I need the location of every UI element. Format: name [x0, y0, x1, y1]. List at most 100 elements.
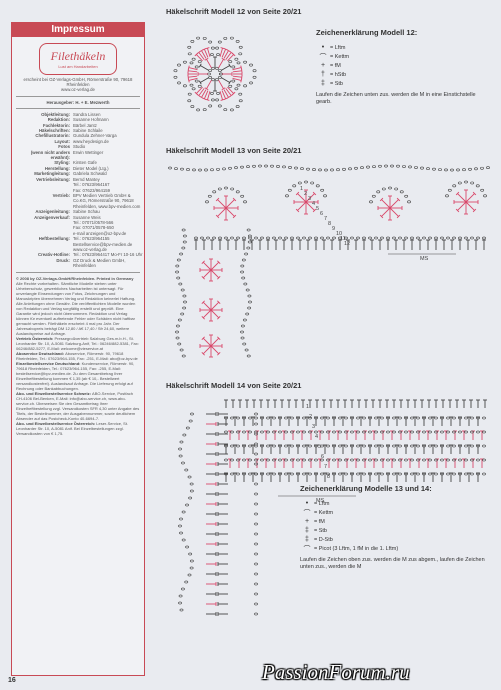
- legend12: Zeichenerklärung Modell 12: •= Lftm⌒= Ke…: [316, 28, 491, 106]
- legend12-items: •= Lftm⌒= Kettm+= fM†= hStb‡= Stb: [316, 43, 491, 88]
- chain-stitch: [378, 164, 382, 168]
- chain-stitch: [208, 69, 213, 72]
- chain-stitch: [314, 472, 318, 476]
- chain-stitch: [254, 532, 258, 536]
- chain-stitch: [191, 57, 196, 61]
- treble-stitch: [198, 63, 202, 68]
- chain-stitch: [182, 240, 187, 244]
- chain-stitch: [290, 430, 294, 434]
- chain-stitch: [444, 168, 448, 172]
- chart13-row-label: 10: [336, 231, 342, 237]
- chain-stitch: [475, 184, 480, 188]
- chain-stitch: [344, 416, 348, 420]
- legend-label: = fM: [314, 518, 325, 525]
- chain-stitch: [236, 236, 240, 240]
- chain-stitch: [217, 104, 222, 108]
- chain-stitch: [308, 472, 312, 476]
- treble-stitch: [457, 193, 467, 203]
- chain-stitch: [200, 236, 204, 240]
- chain-stitch: [182, 306, 187, 310]
- chart14-row-label: 5: [318, 444, 321, 450]
- chain-stitch: [247, 234, 252, 238]
- chain-stitch: [230, 430, 234, 434]
- chain-stitch: [320, 458, 324, 462]
- chain-stitch: [211, 66, 216, 70]
- chain-stitch: [238, 52, 243, 56]
- chain-stitch: [254, 612, 258, 616]
- chain-stitch: [236, 444, 240, 448]
- chain-stitch: [434, 236, 438, 240]
- chain-stitch: [177, 63, 181, 67]
- chain-stitch: [245, 312, 250, 316]
- credit-key: Objektleitung:: [41, 111, 70, 117]
- publisher-address: erscheint bei OZ-Verlags-GmbH, Römerstra…: [23, 77, 133, 88]
- chain-stitch: [189, 559, 194, 563]
- chain-stitch: [458, 458, 462, 462]
- chain-stitch: [242, 472, 246, 476]
- treble-stitch: [207, 91, 211, 101]
- chain-stitch: [254, 416, 258, 420]
- chain-stitch: [294, 166, 298, 170]
- chain-stitch: [241, 276, 246, 280]
- chart14-title: Häkelschrift Modell 14 von Seite 20/21: [166, 381, 302, 390]
- credit-row: e-mail anzeigen@oz-bpv.de: [12, 231, 144, 236]
- chain-stitch: [362, 416, 366, 420]
- legend-symbol-icon: ‡: [321, 80, 325, 87]
- credit-row: Fax: 07623/964159: [12, 188, 144, 193]
- chain-stitch: [246, 354, 251, 358]
- chain-stitch: [470, 444, 474, 448]
- chain-stitch: [348, 167, 352, 171]
- credit-value: Erwin Wettinger: [73, 149, 104, 155]
- chain-stitch: [189, 482, 194, 486]
- chain-stitch: [245, 288, 250, 292]
- chain-stitch: [254, 458, 258, 462]
- chain-stitch: [464, 444, 468, 448]
- chain-stitch: [332, 472, 336, 476]
- chain-stitch: [290, 472, 294, 476]
- credit-row: Styling:Kirsten Gafe: [12, 160, 144, 165]
- chain-stitch: [410, 236, 414, 240]
- chain-stitch: [236, 61, 241, 65]
- chart14-row-label: 3: [312, 424, 315, 430]
- chain-stitch: [368, 416, 372, 420]
- chain-stitch: [302, 472, 306, 476]
- chain-stitch: [404, 472, 408, 476]
- chain-stitch: [242, 236, 246, 240]
- chain-stitch: [181, 510, 186, 514]
- chain-stitch: [180, 312, 185, 316]
- legend-symbol-icon: ‡: [305, 527, 309, 534]
- chain-stitch: [374, 236, 378, 240]
- chart14-row-label: 7: [324, 464, 327, 470]
- credit-key: Redaktion:: [47, 117, 70, 123]
- chart13-row-label: 7: [324, 216, 327, 222]
- credit-row: Chefillustratorin:Gundula Zehner-Varga: [12, 133, 144, 138]
- chain-stitch: [470, 416, 474, 420]
- chain-stitch: [306, 167, 310, 171]
- treble-stitch: [203, 90, 209, 100]
- chain-stitch: [278, 458, 282, 462]
- chain-stitch: [434, 416, 438, 420]
- chain-stitch: [217, 187, 222, 191]
- credit-value: Tel.: 07623/964167: [73, 182, 110, 188]
- chain-stitch: [242, 342, 247, 346]
- chain-stitch: [332, 444, 336, 448]
- chain-stitch: [178, 282, 183, 286]
- chain-stitch: [432, 167, 436, 171]
- chain-stitch: [464, 458, 468, 462]
- chain-stitch: [240, 336, 245, 340]
- chain-stitch: [296, 472, 300, 476]
- chain-stitch: [446, 416, 450, 420]
- chain-stitch: [231, 65, 236, 69]
- chain-stitch: [278, 416, 282, 420]
- chain-stitch: [180, 167, 184, 171]
- chain-stitch: [178, 601, 182, 605]
- treble-stitch: [305, 201, 315, 211]
- chain-stitch: [381, 187, 386, 191]
- chain-stitch: [242, 416, 246, 420]
- chain-stitch: [374, 444, 378, 448]
- chain-stitch: [390, 164, 394, 168]
- chain-stitch: [242, 430, 246, 434]
- chain-stitch: [254, 542, 258, 546]
- credit-value: www.heydesign.de: [73, 138, 109, 144]
